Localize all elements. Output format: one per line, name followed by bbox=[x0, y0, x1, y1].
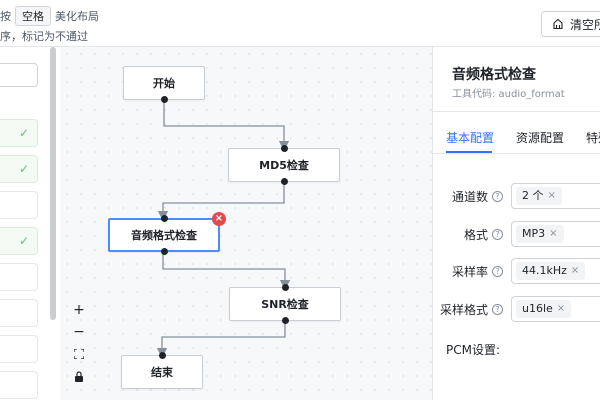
node-label: 开始 bbox=[153, 77, 175, 90]
panel-divider bbox=[433, 111, 600, 112]
flow-canvas[interactable]: 开始 MD5检查 音频格式检查 × SNR检查 结束 bbox=[60, 47, 432, 400]
tab-resource-config[interactable]: 资源配置 bbox=[516, 131, 565, 145]
tool-list-item[interactable]: ✓ bbox=[0, 155, 38, 183]
tab-basic-config[interactable]: 基本配置 bbox=[446, 131, 495, 145]
tool-search-input[interactable] bbox=[0, 63, 38, 87]
field-label: 采样格式 bbox=[439, 303, 488, 317]
remove-tag-icon[interactable]: × bbox=[549, 228, 558, 239]
tool-list-item[interactable] bbox=[0, 299, 38, 327]
flow-node-start[interactable]: 开始 bbox=[123, 66, 205, 103]
lock-icon[interactable] bbox=[68, 366, 90, 386]
field-sample-format: 采样格式? u16le× bbox=[433, 296, 600, 322]
clear-canvas-button[interactable]: 清空所 bbox=[541, 11, 600, 37]
fit-view-icon[interactable] bbox=[68, 344, 90, 364]
help-icon[interactable]: ? bbox=[492, 229, 503, 240]
field-label: 采样率 bbox=[451, 265, 488, 279]
top-toolbar: 按 空格 美化布局 序，标记为不通过 清空所 bbox=[0, 0, 600, 46]
output-port[interactable] bbox=[282, 317, 289, 324]
input-port[interactable] bbox=[159, 352, 166, 359]
input-port[interactable] bbox=[161, 215, 168, 222]
edge-md5-audio bbox=[157, 183, 285, 222]
field-label: 格式 bbox=[463, 228, 488, 242]
node-label: 音频格式检查 bbox=[131, 229, 197, 242]
field-label: 通道数 bbox=[451, 190, 488, 204]
flow-node-audio-format[interactable]: 音频格式检查 × bbox=[108, 212, 226, 255]
delete-node-icon[interactable]: × bbox=[212, 212, 226, 226]
input-port[interactable] bbox=[282, 284, 289, 291]
tool-list-item[interactable]: ✓ bbox=[0, 227, 38, 255]
layout-hint: 按 空格 美化布局 bbox=[0, 6, 99, 26]
check-icon: ✓ bbox=[18, 126, 29, 140]
output-port[interactable] bbox=[161, 96, 168, 103]
remove-tag-icon[interactable]: × bbox=[570, 265, 580, 276]
remove-tag-icon[interactable]: × bbox=[556, 303, 566, 314]
tool-list-item[interactable] bbox=[0, 191, 38, 219]
output-port[interactable] bbox=[281, 178, 288, 185]
tool-list-item[interactable]: ✓ bbox=[0, 119, 38, 147]
tool-list-item[interactable] bbox=[0, 371, 38, 399]
check-icon: ✓ bbox=[18, 234, 29, 248]
tool-list-scrollbar[interactable] bbox=[50, 47, 56, 320]
tool-list-item[interactable] bbox=[0, 335, 38, 363]
pcm-settings-label: PCM设置: bbox=[446, 343, 501, 357]
help-icon[interactable]: ? bbox=[492, 191, 503, 202]
selected-tag: 44.1kHz× bbox=[516, 262, 586, 280]
tool-list-panel: ✓ ✓ ✓ bbox=[0, 47, 60, 400]
active-tab-indicator bbox=[446, 151, 492, 153]
selected-tag: u16le× bbox=[516, 300, 572, 318]
remove-tag-icon[interactable]: × bbox=[547, 190, 556, 201]
clear-label: 清空所 bbox=[570, 17, 600, 32]
help-icon[interactable]: ? bbox=[492, 266, 503, 277]
check-icon: ✓ bbox=[18, 162, 29, 176]
flow-node-snr[interactable]: SNR检查 bbox=[229, 284, 341, 324]
input-port[interactable] bbox=[281, 145, 288, 152]
clear-icon bbox=[553, 18, 563, 30]
node-label: SNR检查 bbox=[261, 298, 309, 311]
node-label: MD5检查 bbox=[259, 159, 309, 172]
help-icon[interactable]: ? bbox=[492, 304, 503, 315]
config-tabs: 基本配置 资源配置 特殊 bbox=[446, 129, 600, 146]
hint-suffix: 美化布局 bbox=[55, 10, 99, 23]
tool-list-item[interactable] bbox=[0, 263, 38, 291]
format-select[interactable]: MP3× bbox=[511, 221, 600, 247]
edge-start-md5 bbox=[163, 99, 290, 152]
hint-prefix: 按 bbox=[0, 10, 11, 23]
field-channels: 通道数? 2 个× bbox=[433, 183, 600, 209]
hint-line-2: 序，标记为不通过 bbox=[0, 30, 88, 43]
zoom-controls: + − bbox=[67, 300, 91, 386]
sample-rate-select[interactable]: 44.1kHz× bbox=[511, 258, 600, 284]
zoom-out-icon[interactable]: − bbox=[73, 324, 85, 340]
node-label: 结束 bbox=[151, 366, 173, 379]
channels-select[interactable]: 2 个× bbox=[511, 183, 600, 209]
output-port[interactable] bbox=[161, 248, 168, 255]
toolbar-divider bbox=[0, 46, 600, 47]
flow-node-md5[interactable]: MD5检查 bbox=[228, 145, 340, 185]
selected-tag: 2 个× bbox=[516, 187, 562, 205]
zoom-in-icon[interactable]: + bbox=[73, 302, 85, 318]
edge-snr-end bbox=[156, 321, 286, 359]
tabs-divider bbox=[433, 153, 600, 154]
tool-code: 工具代码: audio_format bbox=[452, 89, 565, 100]
field-sample-rate: 采样率? 44.1kHz× bbox=[433, 258, 600, 284]
node-config-panel: 音频格式检查 工具代码: audio_format 基本配置 资源配置 特殊 通… bbox=[432, 47, 600, 400]
field-format: 格式? MP3× bbox=[433, 221, 600, 247]
sample-format-select[interactable]: u16le× bbox=[511, 296, 600, 322]
tab-special[interactable]: 特殊 bbox=[586, 131, 600, 145]
edge-audio-snr bbox=[162, 253, 291, 291]
flow-node-end[interactable]: 结束 bbox=[121, 352, 203, 389]
space-key-badge: 空格 bbox=[15, 6, 51, 26]
flow-edges bbox=[156, 99, 291, 359]
selected-tag: MP3× bbox=[516, 225, 564, 243]
panel-title: 音频格式检查 bbox=[452, 67, 536, 83]
